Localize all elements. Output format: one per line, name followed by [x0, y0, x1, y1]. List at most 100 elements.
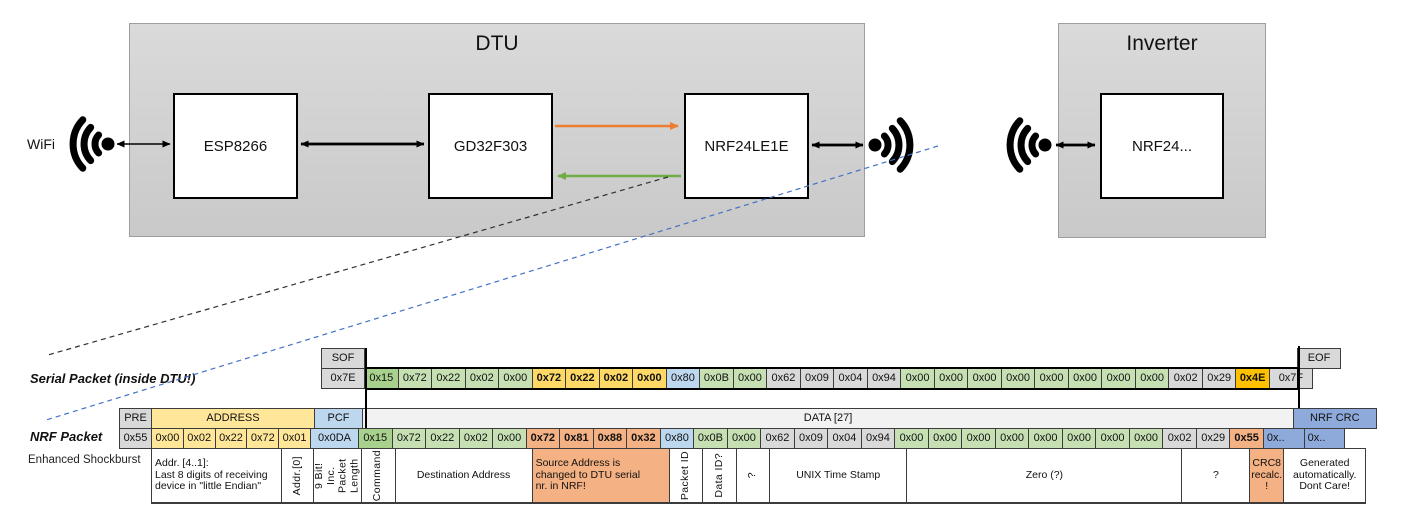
byte-cell: 0x80	[665, 368, 701, 389]
byte-cell: 0x00	[1095, 428, 1130, 449]
byte-cell: 0x00	[1101, 368, 1136, 389]
byte-cell: 0x00	[994, 428, 1030, 449]
annotation-cell: ?	[1181, 448, 1251, 504]
chip-label: NRF24LE1E	[704, 137, 789, 155]
byte-cell: 0x94	[866, 368, 902, 389]
byte-cell: 0x94	[860, 428, 896, 449]
field-header-cell: NRF CRC	[1293, 408, 1377, 429]
byte-cell: 0x00	[894, 428, 929, 449]
annotation-cell: Generated automatically. Dont Care!	[1282, 448, 1367, 504]
sof-header-cell: SOF	[321, 348, 365, 369]
byte-cell: 0x62	[760, 428, 795, 449]
chip-esp8266: ESP8266	[173, 93, 298, 199]
byte-cell: 0x7F	[1268, 368, 1313, 389]
byte-cell: 0x0B	[693, 428, 728, 449]
byte-cell: 0x00	[632, 368, 667, 389]
byte-cell: 0x62	[766, 368, 801, 389]
byte-cell: 0x..	[1303, 428, 1346, 449]
dtu-title: DTU	[475, 32, 519, 55]
byte-cell: 0x22	[431, 368, 466, 389]
byte-cell: 0x02	[1162, 428, 1197, 449]
byte-cell: 0x09	[799, 368, 835, 389]
byte-cell: 0x00	[967, 368, 1002, 389]
byte-cell: 0x0DA	[309, 428, 359, 449]
annotation-cell: Data ID?	[702, 448, 737, 504]
byte-cell: 0x01	[278, 428, 311, 449]
byte-cell: 0x00	[1028, 428, 1063, 449]
byte-cell: 0x09	[793, 428, 829, 449]
byte-cell: 0x72	[397, 368, 433, 389]
byte-cell: 0x72	[246, 428, 280, 449]
byte-cell: 0x02	[182, 428, 216, 449]
byte-cell: 0x22	[425, 428, 460, 449]
wifi-icon-inverter	[1006, 117, 1052, 173]
wifi-icon-dtu-right	[868, 117, 914, 173]
inverter-title: Inverter	[1126, 32, 1198, 55]
serial-packet-label: Serial Packet (inside DTU!)	[30, 371, 196, 386]
chip-nrf24le1e: NRF24LE1E	[684, 93, 809, 199]
field-header-cell: PCF	[314, 408, 363, 429]
byte-cell: 0x..	[1262, 428, 1305, 449]
chip-label: ESP8266	[203, 137, 268, 155]
field-header-cell: ADDRESS	[151, 408, 315, 429]
annotation-cell: Source Address is changed to DTU serial …	[531, 448, 670, 504]
annotation-cell	[119, 448, 152, 504]
byte-cell: 0x02	[1168, 368, 1203, 389]
byte-cell: 0x00	[1000, 368, 1036, 389]
byte-cell: 0x29	[1201, 368, 1237, 389]
annotation-cell: UNIX Time Stamp	[769, 448, 908, 504]
field-header-cell: DATA [27]	[362, 408, 1295, 429]
byte-cell: 0x00	[927, 428, 963, 449]
field-header-cell: PRE	[119, 408, 152, 429]
byte-cell: 0x7E	[321, 368, 365, 389]
byte-cell: 0x32	[626, 428, 661, 449]
byte-cell: 0x00	[900, 368, 935, 389]
chip-label: NRF24...	[1131, 137, 1192, 155]
byte-cell: 0x00	[492, 428, 527, 449]
byte-cell: 0x80	[659, 428, 695, 449]
byte-cell: 0x00	[1061, 428, 1097, 449]
chip-inverter-nrf24: NRF24...	[1100, 93, 1224, 199]
wifi-label: WiFi	[27, 136, 55, 152]
nrf-packet-annotation-row: Addr. [4..1]: Last 8 digits of receiving…	[119, 448, 1367, 504]
annotation-cell: Command	[360, 448, 396, 504]
byte-cell: 0x02	[458, 428, 494, 449]
nrf-packet-label: NRF Packet	[30, 429, 103, 444]
byte-cell: 0x15	[364, 368, 399, 389]
annotation-cell: Packet ID	[668, 448, 704, 504]
byte-cell: 0x22	[214, 428, 248, 449]
byte-cell: 0x55	[119, 428, 152, 449]
chip-label: GD32F303	[453, 137, 528, 155]
inverter-container: Inverter	[1058, 23, 1266, 238]
byte-cell: 0x00	[732, 368, 768, 389]
byte-cell: 0x04	[833, 368, 868, 389]
byte-cell: 0x00	[961, 428, 996, 449]
byte-cell: 0x81	[559, 428, 594, 449]
byte-cell: 0x00	[1134, 368, 1170, 389]
byte-cell: 0x02	[464, 368, 500, 389]
byte-cell: 0x22	[565, 368, 600, 389]
byte-cell: 0x04	[827, 428, 862, 449]
wifi-icon-left	[69, 116, 115, 172]
byte-cell: 0x55	[1229, 428, 1264, 449]
byte-cell: 0x4E	[1235, 368, 1270, 389]
byte-cell: 0x0B	[699, 368, 734, 389]
eof-header-cell: EOF	[1297, 348, 1341, 369]
byte-cell: 0x72	[391, 428, 427, 449]
annotation-cell: ?	[735, 448, 771, 504]
byte-cell: 0x00	[726, 428, 762, 449]
annotation-cell: CRC8 recalc. !	[1249, 448, 1284, 504]
eof-header: EOF	[1297, 348, 1341, 369]
byte-cell: 0x02	[598, 368, 634, 389]
byte-cell: 0x00	[1067, 368, 1103, 389]
byte-cell: 0x00	[498, 368, 533, 389]
annotation-cell: Destination Address	[394, 448, 533, 504]
byte-cell: 0x88	[592, 428, 628, 449]
annotation-cell: 9 Bit! Inc. Packet Length	[312, 448, 362, 504]
byte-cell: 0x72	[525, 428, 561, 449]
byte-cell: 0x15	[357, 428, 393, 449]
